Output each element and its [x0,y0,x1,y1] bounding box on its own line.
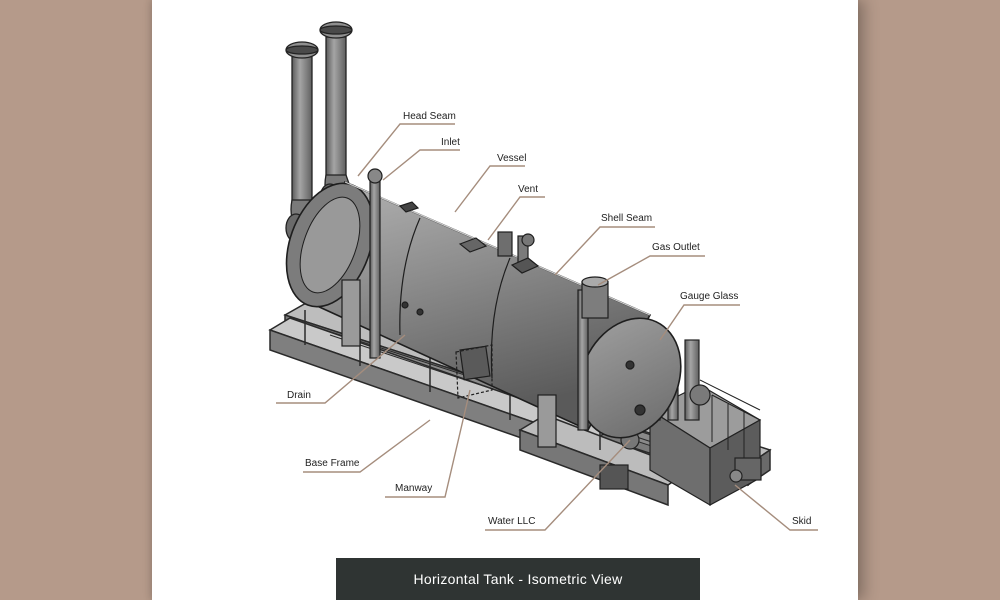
leader-manway [385,389,471,498]
leader-inlet [382,149,460,181]
label-water-llc: Water LLC [488,516,535,527]
vessel-fittings [341,168,646,448]
label-drain: Drain [287,390,311,401]
label-gauge-glass: Gauge Glass [680,291,738,302]
leader-gas-outlet [597,255,705,286]
leader-gauge-glass [659,304,740,341]
label-vent: Vent [518,184,538,195]
leader-skid [734,484,818,531]
label-head-seam: Head Seam [403,111,456,122]
label-base-frame: Base Frame [305,458,360,469]
leader-vent [487,196,545,241]
leader-drain [276,334,406,404]
label-gas-outlet: Gas Outlet [652,242,700,253]
label-skid: Skid [792,516,811,527]
vessel-body [285,180,682,439]
callout-labels: Head Seam Inlet Vessel Vent Shell Seam G… [287,111,811,527]
leader-shell-seam [554,226,655,276]
leader-lines [276,123,818,531]
leader-water-llc [485,439,631,531]
leader-base-frame [303,419,431,473]
label-manway: Manway [395,483,432,494]
label-shell-seam: Shell Seam [601,213,652,224]
leader-vessel [454,165,525,213]
leader-head-seam [357,123,455,177]
diagram-caption: Horizontal Tank - Isometric View [336,558,700,600]
label-inlet: Inlet [441,137,460,148]
label-vessel: Vessel [497,153,526,164]
